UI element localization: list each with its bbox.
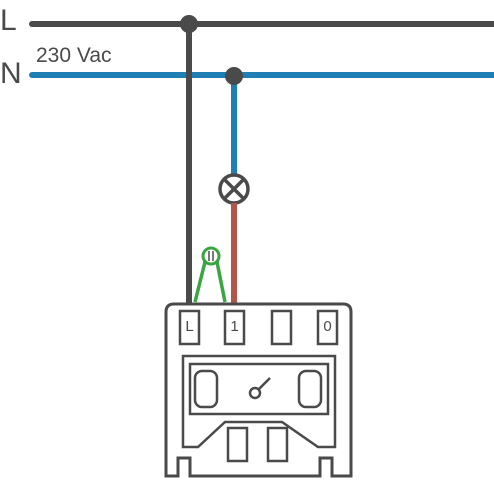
phase-junction [180,15,198,33]
left-button [193,369,219,409]
switch-module: L 1 0 [164,302,353,478]
terminal-label-0: 0 [323,318,331,335]
relay-component-icon [193,246,227,303]
terminal-label-1: 1 [230,318,238,335]
right-button [297,369,323,409]
neutral-junction [225,67,243,85]
terminal-slot-3 [270,309,293,346]
bottom-slot-right [266,426,289,463]
terminal-slot-l [178,309,201,346]
terminal-slot-0 [316,309,339,346]
terminal-slot-1 [223,309,246,346]
neutral-label: N [0,57,22,90]
switch-symbol-icon [248,377,271,400]
phase-label: L [0,4,17,37]
lamp-icon [218,173,250,205]
bottom-slot-left [226,426,249,463]
voltage-label: 230 Vac [36,44,112,67]
terminal-label-l: L [185,318,193,335]
